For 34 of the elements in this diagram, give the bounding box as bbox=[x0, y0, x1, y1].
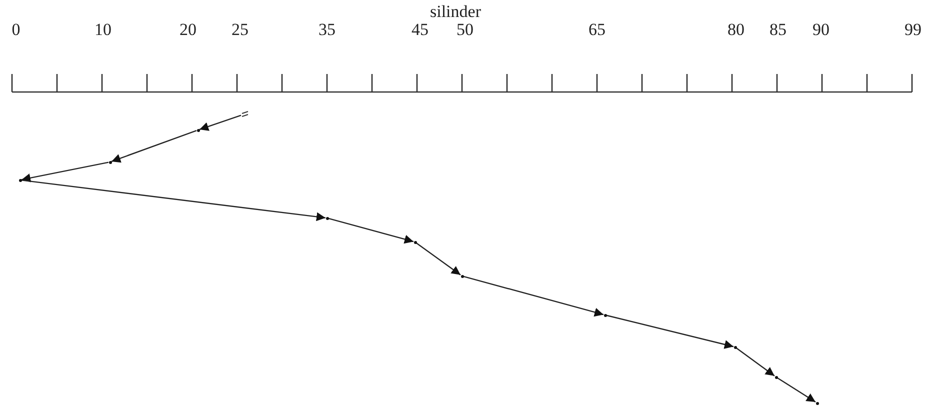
arrow bbox=[21, 162, 109, 182]
seek-point bbox=[414, 240, 416, 244]
arrow bbox=[328, 218, 414, 244]
start-mark bbox=[241, 111, 249, 117]
arrow bbox=[606, 314, 734, 349]
tick-label: 90 bbox=[812, 20, 830, 40]
arrow bbox=[21, 180, 326, 222]
arrow bbox=[199, 114, 242, 131]
tick-label: 45 bbox=[412, 20, 428, 40]
tick-label: 10 bbox=[94, 20, 112, 40]
arrow bbox=[463, 276, 604, 317]
tick-label: 80 bbox=[728, 20, 744, 40]
tick-label: 85 bbox=[770, 20, 786, 40]
arrow bbox=[736, 348, 775, 376]
arrow bbox=[416, 242, 461, 276]
seek-point bbox=[816, 402, 818, 404]
seek-point bbox=[326, 216, 328, 220]
tick-label: 0 bbox=[12, 20, 20, 40]
tick-label: 25 bbox=[232, 20, 248, 40]
tick-label: 50 bbox=[456, 20, 474, 40]
tick-label: 99 bbox=[904, 20, 922, 40]
arrow bbox=[777, 377, 816, 403]
axis-title: silinder bbox=[430, 2, 481, 22]
arrow bbox=[111, 130, 197, 163]
seek-point bbox=[774, 376, 778, 378]
tick-label: 20 bbox=[180, 20, 196, 40]
seek-point bbox=[108, 160, 112, 164]
seek-point bbox=[734, 346, 736, 348]
tick-label: 35 bbox=[318, 20, 336, 40]
seek-point bbox=[460, 274, 464, 278]
tick-label: 65 bbox=[588, 20, 606, 40]
seek-point bbox=[196, 128, 200, 132]
seek-point bbox=[604, 314, 606, 316]
seek-point bbox=[18, 178, 22, 182]
